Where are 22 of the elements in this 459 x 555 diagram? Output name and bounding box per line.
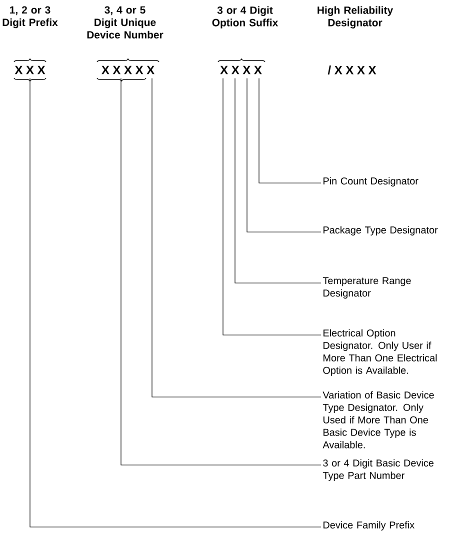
leader-line (258, 78, 322, 184)
code-text: / X X X X (328, 66, 376, 74)
code-text: X X X (14, 66, 46, 74)
leader-line (120, 78, 322, 466)
header-label: 1, 2 or 3 Digit Prefix (2, 6, 58, 28)
leader-line (30, 78, 322, 528)
description-text: 3 or 4 Digit Basic Device Type Part Number (322, 459, 434, 481)
leader-line (246, 78, 322, 232)
description-text: Variation of Basic Device Type Designator. Only Used if More Than One Basic Device Type is Available. (322, 391, 434, 448)
description-text: Temperature Range Designator (322, 277, 411, 299)
description-text: Pin Count Designator (324, 177, 418, 186)
header-label: High Reliability Designator (318, 6, 393, 28)
description-text: Device Family Prefix (324, 521, 414, 530)
header-label: 3 or 4 Digit Option Suffix (212, 6, 278, 28)
description-text: Package Type Designator (324, 226, 438, 236)
header-label: 3, 4 or 5 Digit Unique Device Number (87, 6, 164, 39)
leader-line (234, 78, 322, 284)
leader-line (222, 78, 322, 336)
leader-line (152, 78, 322, 398)
description-text: Electrical Option Designator. Only User if More Than One Electrical Option is Available. (323, 329, 437, 376)
code-text: X X X X X (102, 66, 154, 74)
code-text: X X X X (220, 66, 262, 74)
